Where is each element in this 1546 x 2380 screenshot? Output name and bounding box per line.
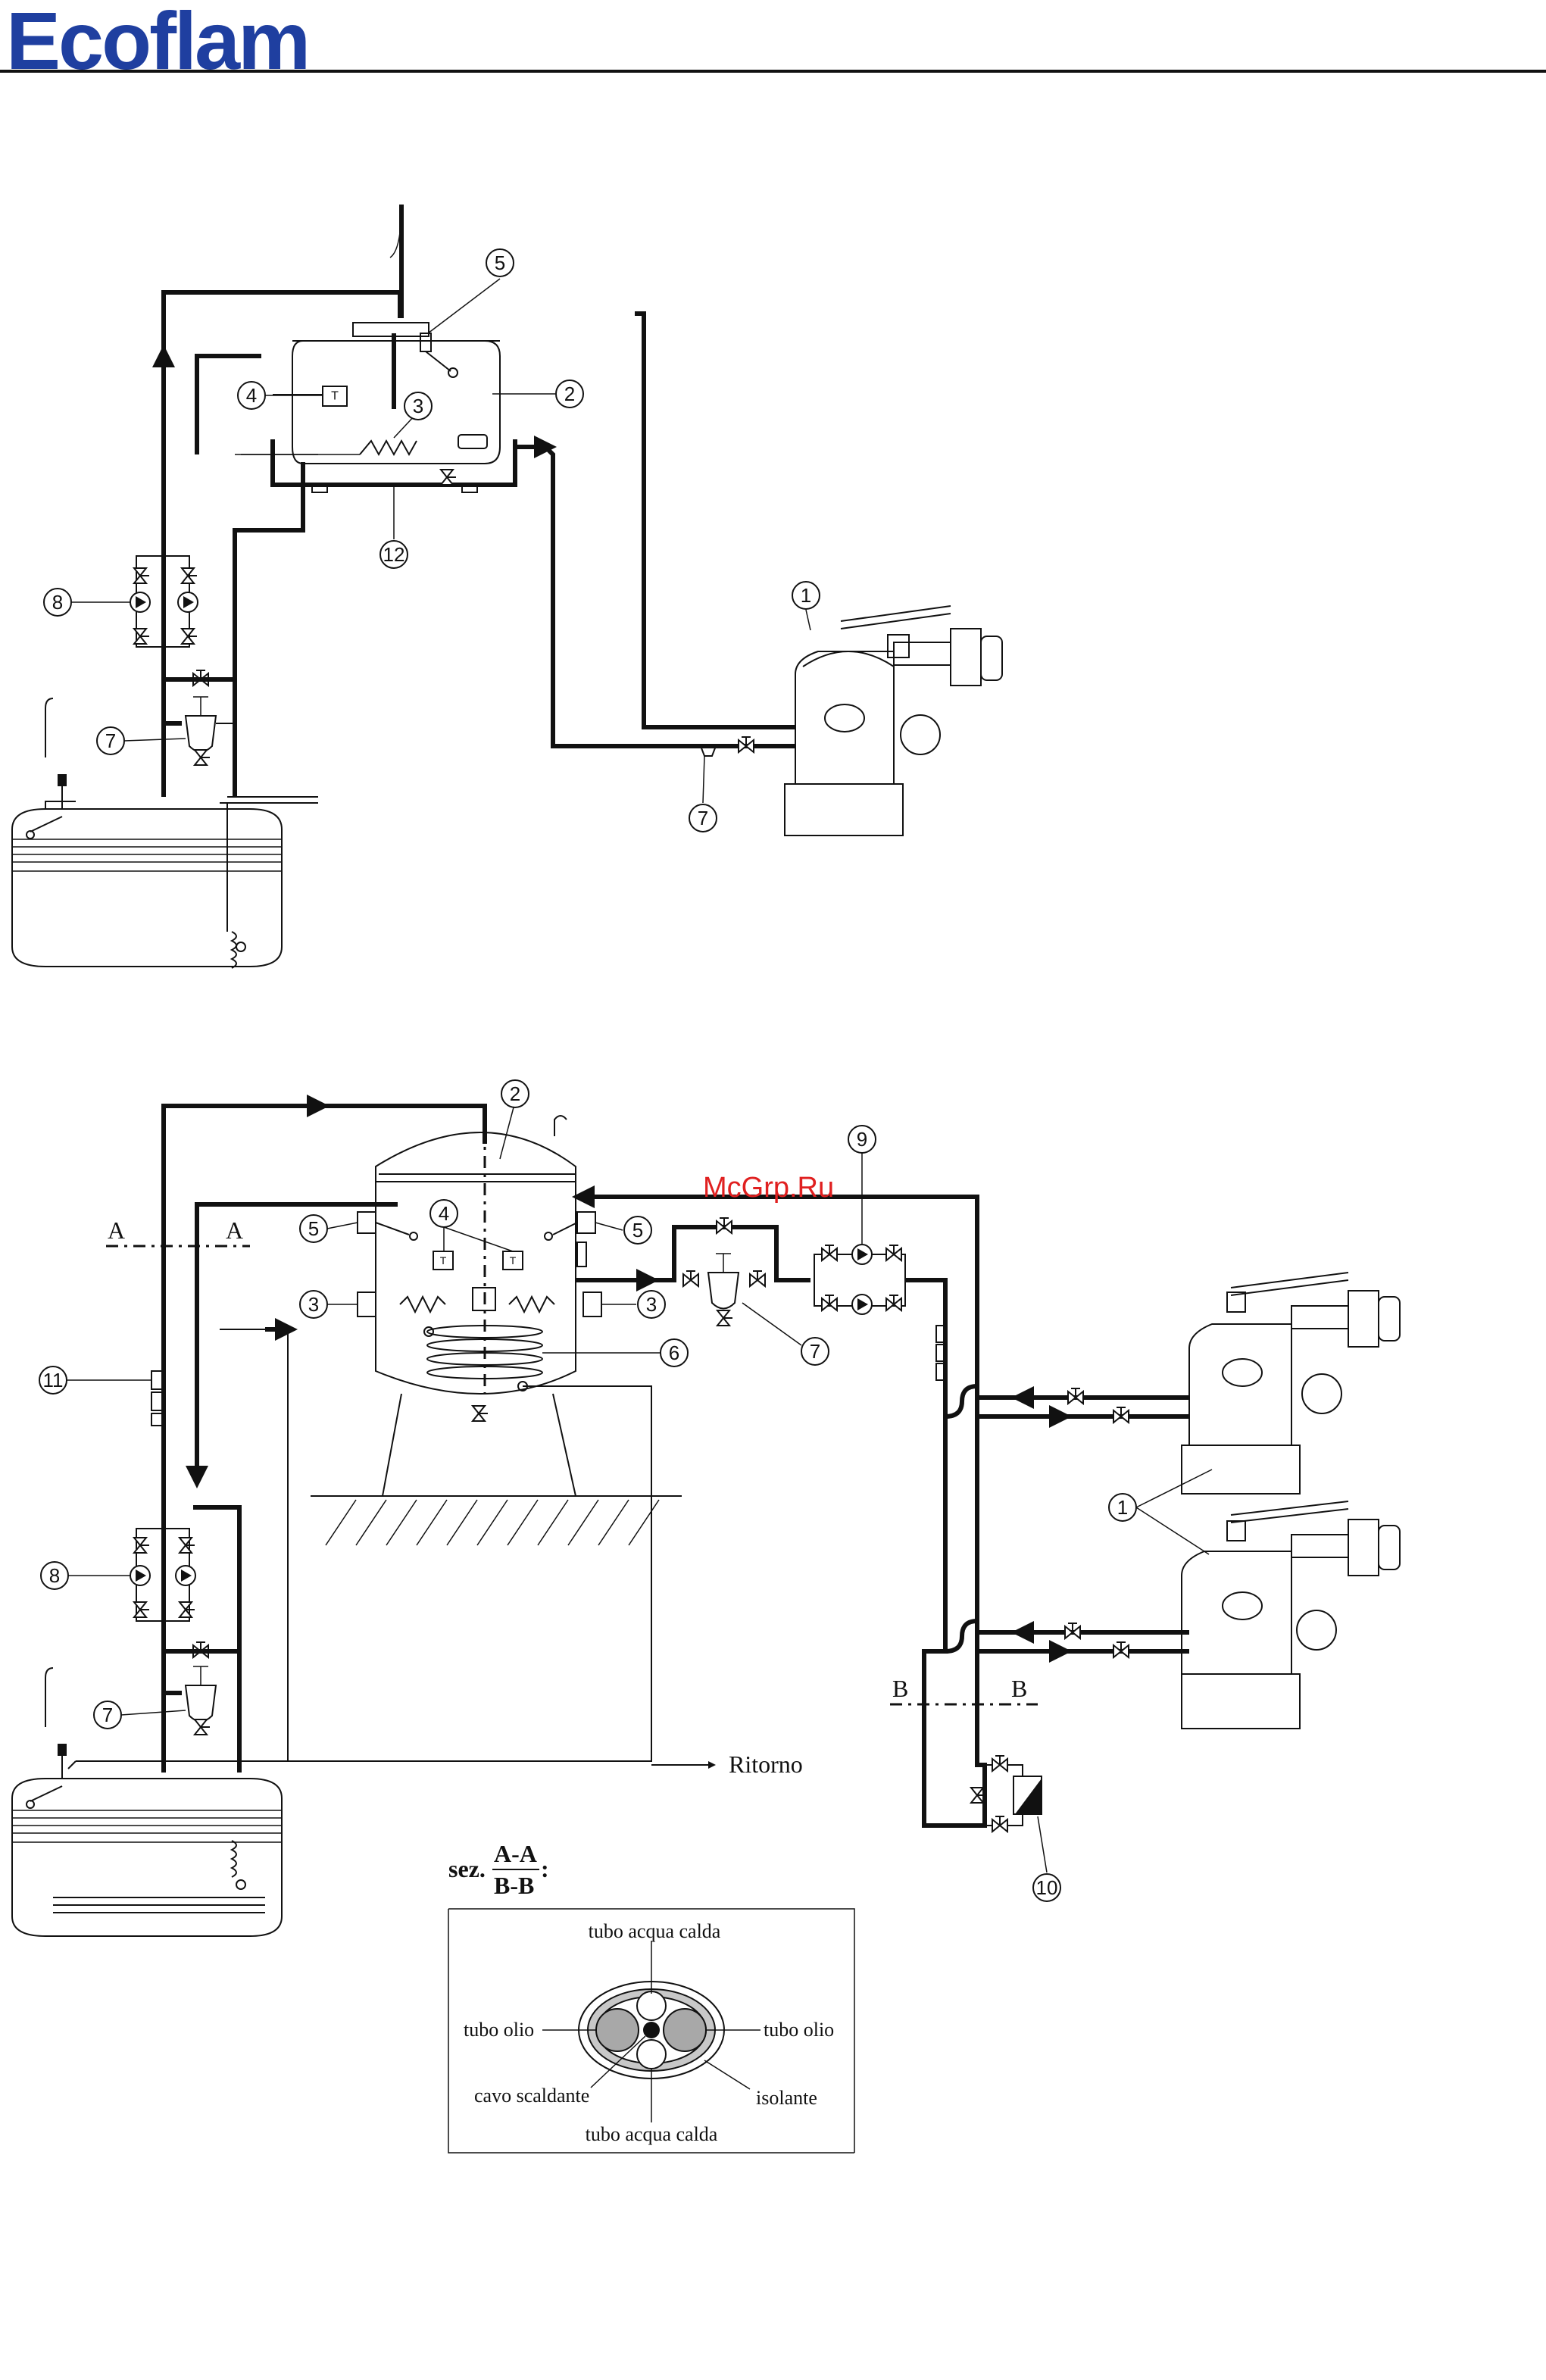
section-prefix: sez. xyxy=(448,1855,486,1882)
svg-text:A: A xyxy=(226,1217,243,1244)
pump-unit-9 xyxy=(814,1245,945,1416)
callout-5-bottom-left: 5 xyxy=(300,1215,327,1242)
svg-text:4: 4 xyxy=(439,1202,449,1225)
svg-text:7: 7 xyxy=(698,807,708,829)
svg-text:5: 5 xyxy=(308,1217,319,1240)
callout-2-top: 2 xyxy=(556,380,583,408)
callout-7-bottom-service: 7 xyxy=(801,1338,829,1365)
burner-1-bottom-upper xyxy=(1182,1273,1400,1494)
service-tank-bottom: T T xyxy=(311,1116,682,1545)
svg-text:11: 11 xyxy=(43,1369,64,1391)
svg-text:B: B xyxy=(892,1675,908,1702)
svg-text:6: 6 xyxy=(669,1341,679,1364)
svg-text:4: 4 xyxy=(246,384,257,407)
callout-7-top-burner: 7 xyxy=(689,804,717,832)
oil-pipe-right xyxy=(664,2009,706,2051)
svg-text:7: 7 xyxy=(102,1704,113,1726)
svg-text:3: 3 xyxy=(308,1293,319,1316)
burner-1-top xyxy=(785,606,1002,835)
label-tubo-olio-right: tubo olio xyxy=(764,2019,834,2041)
callout-3-bottom-right: 3 xyxy=(638,1291,665,1318)
svg-text:B: B xyxy=(1011,1675,1027,1702)
svg-text:12: 12 xyxy=(383,543,405,566)
svg-text:2: 2 xyxy=(510,1082,520,1105)
callout-5-bottom-right: 5 xyxy=(624,1217,651,1244)
callout-7-bottom-filter: 7 xyxy=(94,1701,121,1729)
svg-text:8: 8 xyxy=(52,591,63,614)
callout-10-bottom: 10 xyxy=(1033,1874,1060,1901)
callout-9-bottom: 9 xyxy=(848,1126,876,1153)
callout-8-top: 8 xyxy=(44,589,71,616)
top-diagram: T xyxy=(12,205,1002,968)
label-tubo-acqua-calda-top: tubo acqua calda xyxy=(589,1920,721,1942)
svg-text:9: 9 xyxy=(857,1128,867,1151)
svg-text:10: 10 xyxy=(1036,1876,1058,1899)
section-detail: sez. A-A B-B : tubo acqua calda tubo oli… xyxy=(448,1840,854,2153)
svg-text:5: 5 xyxy=(632,1219,643,1242)
section-a-a-mark: A A xyxy=(106,1217,250,1246)
svg-text:T: T xyxy=(510,1254,517,1267)
bottom-diagram: A A xyxy=(12,1080,1400,1936)
ritorno-label: Ritorno xyxy=(729,1751,803,1778)
hot-water-pipe-top xyxy=(637,1991,666,2020)
callout-3-top: 3 xyxy=(404,392,432,420)
svg-text:A: A xyxy=(108,1217,125,1244)
label-cavo-scaldante: cavo scaldante xyxy=(474,2085,589,2107)
svg-text:3: 3 xyxy=(646,1293,657,1316)
callout-8-bottom: 8 xyxy=(41,1562,68,1589)
label-tubo-acqua-calda-bottom: tubo acqua calda xyxy=(586,2123,718,2145)
svg-text:T: T xyxy=(331,390,339,403)
section-b-b-mark: B B xyxy=(890,1675,1038,1704)
callout-4-bottom: 4 xyxy=(430,1200,458,1227)
section-colon: : xyxy=(541,1855,549,1882)
svg-text:7: 7 xyxy=(810,1340,820,1363)
svg-text:1: 1 xyxy=(801,584,811,607)
callout-1-bottom: 1 xyxy=(1109,1494,1136,1521)
filter-7-top xyxy=(164,647,235,765)
label-isolante: isolante xyxy=(756,2087,817,2109)
section-numerator: A-A xyxy=(494,1840,537,1867)
callout-11-bottom: 11 xyxy=(39,1366,67,1394)
watermark: McGrp.Ru xyxy=(703,1172,834,1204)
callout-2-bottom: 2 xyxy=(501,1080,529,1107)
svg-text:3: 3 xyxy=(413,395,423,417)
svg-text:5: 5 xyxy=(495,251,505,274)
label-tubo-olio-left: tubo olio xyxy=(464,2019,534,2041)
callout-4-top: 4 xyxy=(238,382,265,409)
heating-cable-core xyxy=(643,2022,660,2038)
hot-water-pipe-bottom xyxy=(637,2040,666,2069)
callout-1-top: 1 xyxy=(792,582,820,609)
svg-text:T: T xyxy=(440,1254,447,1267)
svg-text:8: 8 xyxy=(49,1564,60,1587)
oil-pipe-left xyxy=(596,2009,639,2051)
svg-text:2: 2 xyxy=(564,383,575,405)
section-denominator: B-B xyxy=(494,1872,534,1899)
callout-5-top: 5 xyxy=(486,249,514,276)
day-tank-top: T xyxy=(241,323,515,492)
component-11 xyxy=(151,1371,162,1426)
callout-6-bottom: 6 xyxy=(661,1339,688,1366)
filter-7-bottom xyxy=(164,1621,239,1735)
callout-12-top: 12 xyxy=(380,541,408,568)
svg-text:7: 7 xyxy=(105,729,116,752)
callout-3-bottom-left: 3 xyxy=(300,1291,327,1318)
callout-7-top-filter: 7 xyxy=(97,727,124,754)
svg-text:1: 1 xyxy=(1117,1496,1128,1519)
burner-1-bottom-lower xyxy=(1182,1501,1400,1729)
